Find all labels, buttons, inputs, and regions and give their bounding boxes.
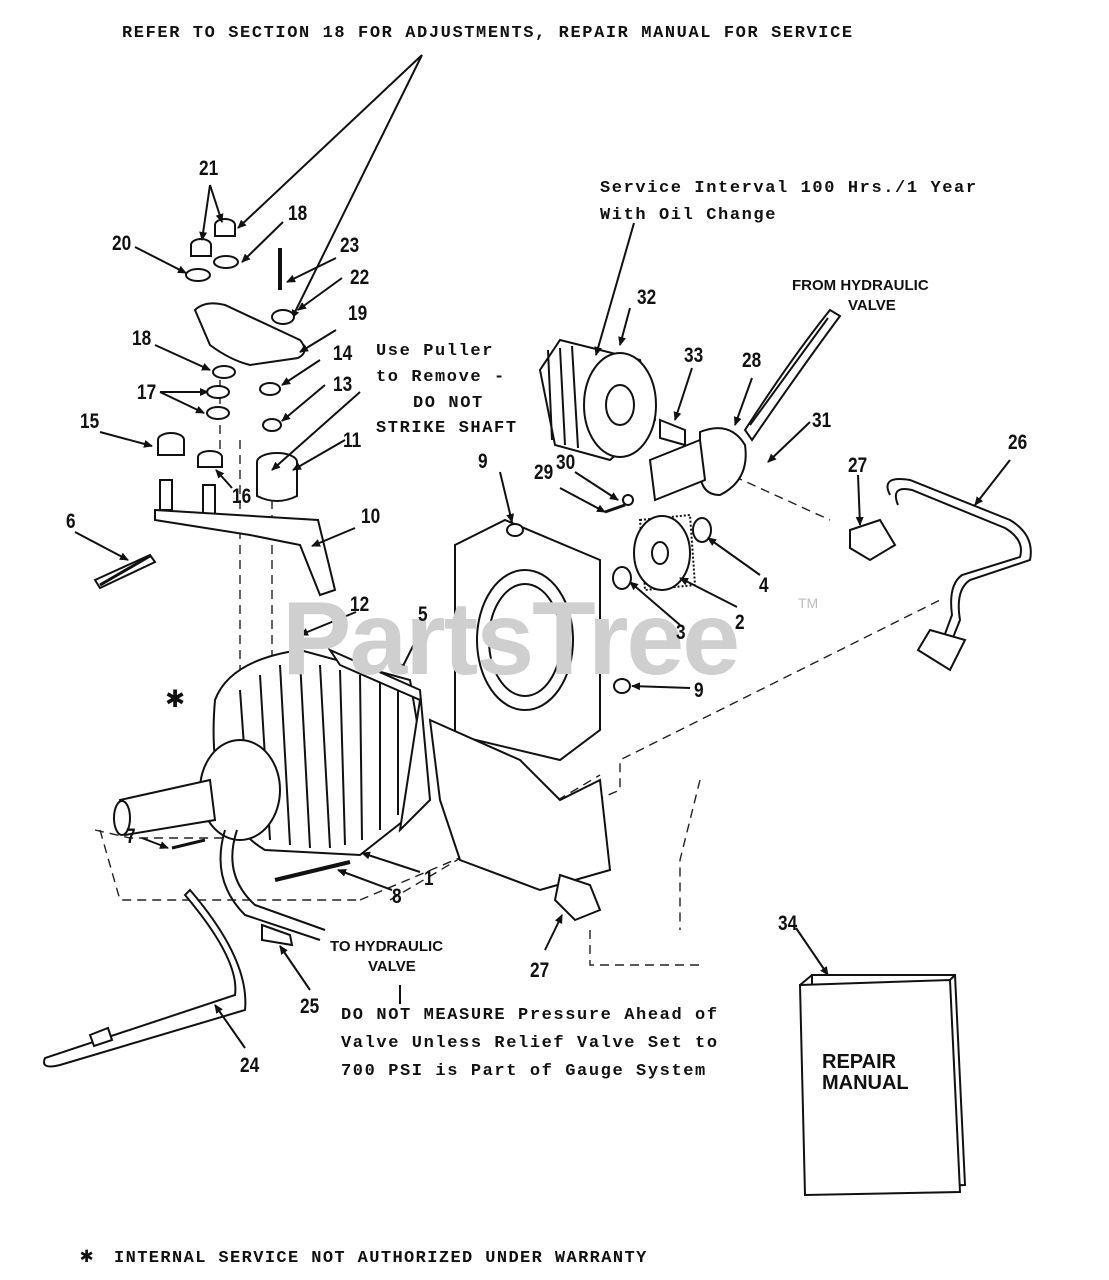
part-number-20: 20: [112, 232, 132, 255]
header-note: REFER TO SECTION 18 FOR ADJUSTMENTS, REP…: [122, 24, 854, 43]
part-number-23: 23: [340, 234, 360, 257]
part-number-17: 17: [137, 381, 157, 404]
footer-text: INTERNAL SERVICE NOT AUTHORIZED UNDER WA…: [114, 1249, 648, 1268]
pressure-note-line-1: DO NOT MEASURE Pressure Ahead of: [341, 1006, 719, 1025]
manual-cover-line-2: MANUAL: [822, 1072, 909, 1094]
part-number-29: 29: [534, 461, 554, 484]
part-number-27-bottom: 27: [530, 959, 550, 982]
part-number-30: 30: [556, 451, 576, 474]
part-number-4: 4: [759, 574, 769, 597]
footer-warranty-note: ✱ INTERNAL SERVICE NOT AUTHORIZED UNDER W…: [80, 1243, 648, 1269]
puller-note-line-3: DO NOT: [413, 394, 484, 413]
to-valve-line-1: TO HYDRAULIC: [330, 938, 444, 955]
part-number-34: 34: [778, 912, 798, 935]
part-number-28: 28: [742, 349, 762, 372]
mounting-flange: [428, 518, 612, 892]
to-valve-line-2: VALVE: [368, 958, 416, 975]
part-number-18-top: 18: [288, 202, 308, 225]
part-number-22: 22: [350, 266, 370, 289]
part-number-27-top: 27: [848, 454, 868, 477]
part-number-14: 14: [333, 342, 353, 365]
part-number-26: 26: [1008, 431, 1028, 454]
part-number-24: 24: [240, 1054, 260, 1077]
part-number-33: 33: [684, 344, 704, 367]
oil-filter-assembly: [538, 308, 842, 514]
puller-note-line-2: to Remove -: [376, 368, 506, 387]
part-number-1: 1: [424, 867, 434, 890]
manual-cover-title: REPAIR MANUAL: [822, 1052, 909, 1094]
hydraulic-lines: [43, 478, 1032, 1068]
part-leader-arrows: [74, 184, 1011, 1049]
part-number-25: 25: [300, 995, 320, 1018]
trademark: TM: [798, 595, 819, 611]
asterisk-marker: ✱: [165, 686, 186, 713]
part-number-11: 11: [343, 429, 362, 452]
header-leader-lines: [237, 54, 423, 319]
part-number-13: 13: [333, 373, 353, 396]
part-number-6: 6: [66, 510, 76, 533]
part-number-9-top: 9: [478, 450, 488, 473]
part-number-18-mid: 18: [132, 327, 152, 350]
manual-cover-line-1: REPAIR: [822, 1051, 897, 1073]
pressure-note-line-2: Valve Unless Relief Valve Set to: [341, 1034, 719, 1053]
part-number-12: 12: [350, 593, 370, 616]
part-number-19: 19: [348, 302, 368, 325]
pressure-note-line-3: 700 PSI is Part of Gauge System: [341, 1062, 707, 1081]
drive-gear: [506, 513, 712, 694]
asterisk-icon: ✱: [80, 1244, 95, 1269]
watermark: PartsTree: [282, 581, 740, 697]
part-number-32: 32: [637, 286, 657, 309]
part-number-7: 7: [126, 825, 136, 848]
from-valve-line-1: FROM HYDRAULIC: [792, 277, 929, 294]
repair-manual-book: [798, 974, 967, 1197]
puller-note-line-4: STRIKE SHAFT: [376, 419, 518, 438]
part-number-16: 16: [232, 485, 252, 508]
part-number-8: 8: [392, 885, 402, 908]
from-valve-line-2: VALVE: [848, 297, 896, 314]
puller-note-line-1: Use Puller: [376, 342, 495, 361]
part-number-10: 10: [361, 505, 381, 528]
pump-housing: [113, 647, 432, 857]
part-number-21: 21: [199, 157, 219, 180]
part-number-15: 15: [80, 410, 100, 433]
part-number-5: 5: [418, 603, 428, 626]
part-number-2: 2: [735, 611, 745, 634]
part-number-3: 3: [676, 621, 686, 644]
service-note-line-2: With Oil Change: [600, 206, 778, 225]
service-note-line-1: Service Interval 100 Hrs./1 Year: [600, 179, 978, 198]
part-number-31: 31: [812, 409, 832, 432]
part-number-9-bottom: 9: [694, 679, 704, 702]
